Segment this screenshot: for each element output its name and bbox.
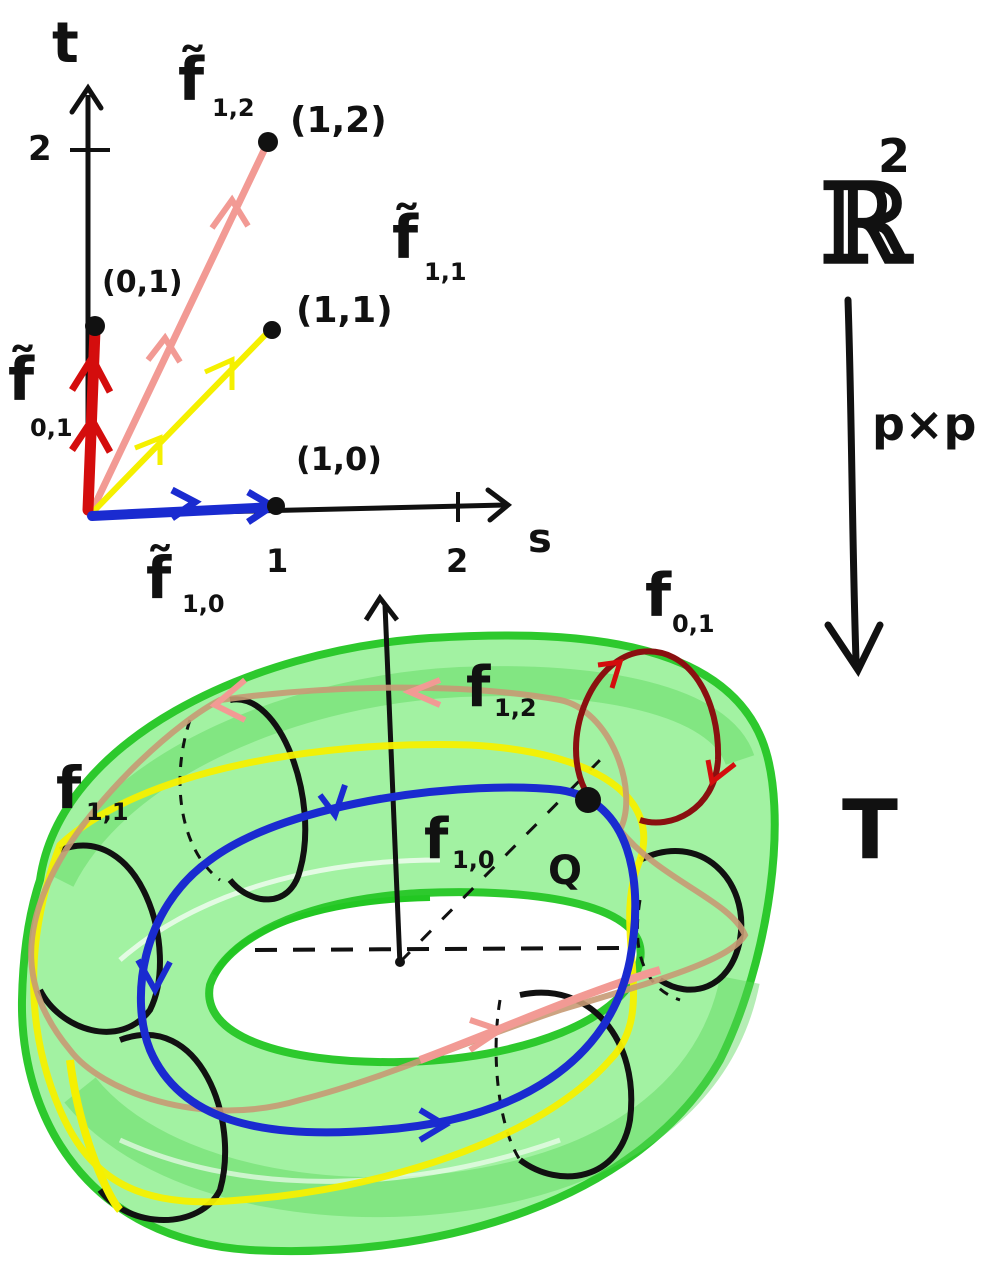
plane-superscript: 2 [878,129,910,183]
lift-11-label: f̃ [392,202,419,273]
tick-s2-label: 2 [446,542,468,580]
loop-12-arrow-top [402,677,442,708]
point-12-label: (1,2) [290,100,387,141]
lift-path-12 [86,138,272,519]
loop-11-sub: 1,1 [86,798,129,826]
map-arrow-shaft [844,296,860,664]
loop-11-inner [66,1059,124,1213]
torus-inner-edge [212,895,431,977]
meridian-bottom-left [97,1031,229,1223]
point-10 [267,497,285,515]
loop-01-arrow-top [597,658,624,689]
torus-highlight-2 [118,1137,561,1184]
lift-path-11 [87,327,273,518]
plane-symbol: ℝ [820,159,914,288]
map-arrow-head [824,621,884,678]
lift-arrow-12b [209,194,251,230]
map-label: p×p [872,397,976,451]
loop-12-label: f [466,655,491,720]
t-axis-arrowhead [69,83,104,115]
lift-arrow-12a [145,332,183,364]
loop-10-arrow-3 [418,1107,451,1143]
torus: f 0,1 f 1,2 f 1,1 f 1,0 Q [17,561,779,1256]
torus-axis [382,604,403,966]
loop-01-arrow-side [705,759,737,787]
point-q-label: Q [548,848,582,894]
loop-10-label: f [424,807,449,872]
point-12 [258,132,278,152]
meridian-left [37,842,163,1035]
s-axis-arrowhead [485,487,513,523]
torus-center [395,957,405,967]
lift-arrow-11a [134,434,163,465]
lift-arrow-10a [170,486,202,521]
lift-01-label: f̃ [8,344,35,415]
loop-01-sub: 0,1 [672,610,715,638]
lift-10-label: f̃ [146,543,172,612]
meridian-dashed-1 [178,719,221,882]
point-11-label: (1,1) [296,290,393,331]
loop-11 [30,741,648,1206]
lift-12-label: f̃ [178,44,205,115]
axis-t-label: t [52,11,79,76]
lift-plane: t s 2 1 2 (1,2) (1,1) (1,0) (0,1) f̃ 1,2… [8,11,552,618]
torus-center-dash [254,946,621,952]
loop-01-label: f [645,561,672,631]
loop-12-pink-segment [418,966,662,1064]
loop-10-sub: 1,0 [452,846,495,874]
point-11 [263,321,281,339]
lift-10-sub: 1,0 [182,590,225,618]
loop-12 [28,684,749,1114]
loop-12-arrow [468,1017,507,1053]
covering-map: ℝ 2 p×p T [820,129,976,878]
tick-t2-label: 2 [28,129,52,169]
loop-01 [573,648,722,826]
torus-axis-arrowhead [363,593,399,622]
lift-arrow-11b [203,356,235,390]
point-01 [85,316,105,336]
lift-12-sub: 1,2 [212,94,255,122]
loop-11-label: f [56,754,82,822]
loop-10-arrow-1 [317,784,348,822]
lift-arrow-01a [69,350,114,394]
point-10-label: (1,0) [296,440,382,478]
loop-10 [136,783,640,1137]
loop-10-arrow-2 [135,958,173,997]
meridian-right [638,848,745,993]
tick-s1-label: 1 [266,542,288,580]
loop-12-arrow-start [209,677,247,723]
lift-11-sub: 1,1 [424,258,467,286]
lift-01-sub: 0,1 [30,414,73,442]
meridian-dashed-2 [494,999,522,1161]
lift-arrow-01b [69,413,114,454]
torus-symbol: T [842,783,898,878]
loop-12-sub: 1,2 [494,694,537,722]
point-q [575,787,601,813]
axis-s-label: s [528,516,552,562]
point-01-label: (0,1) [102,265,183,300]
meridian-top [227,696,309,903]
